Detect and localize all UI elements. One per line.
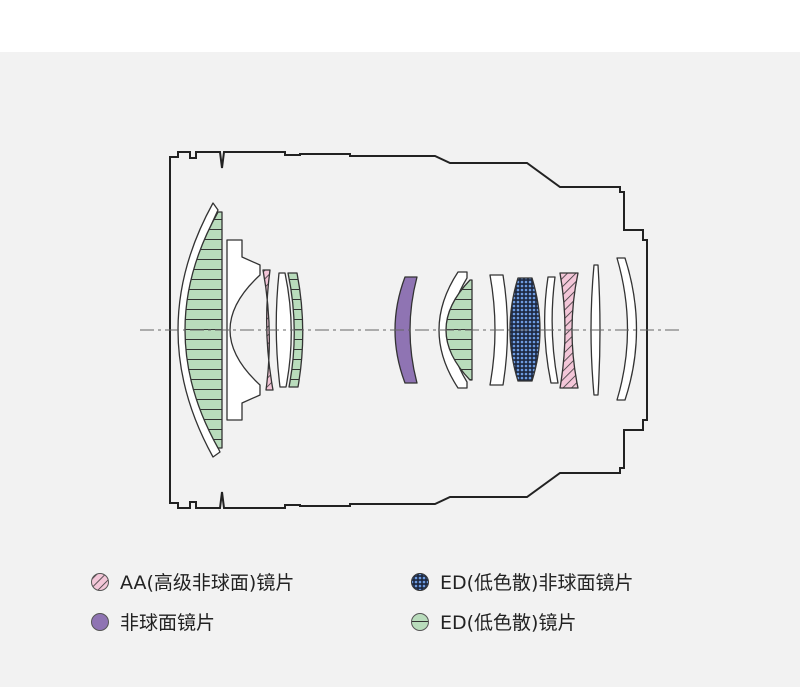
purple-circle-icon [91,612,109,631]
green-striped-circle-icon [411,612,429,631]
lens-element-15 [616,257,638,401]
legend-label: AA(高级非球面)镜片 [120,572,295,594]
legend-label: ED(低色散)非球面镜片 [440,572,634,594]
lens-barrel-outline [169,151,648,509]
legend-item-aa-lens: AA(高级非球面)镜片 [90,568,294,595]
lens-element-3 [226,239,261,421]
legend-item-aspherical-lens: 非球面镜片 [90,608,215,635]
lens-element-7-aspherical [394,276,418,384]
legend-label: ED(低色散)镜片 [440,612,577,634]
legend-item-ed-lens: ED(低色散)镜片 [410,608,576,635]
legend-item-ed-aspherical-lens: ED(低色散)非球面镜片 [410,568,633,595]
legend-label: 非球面镜片 [120,612,216,634]
blue-dotted-circle-icon [411,572,429,591]
pink-hatched-circle-icon [91,572,109,591]
